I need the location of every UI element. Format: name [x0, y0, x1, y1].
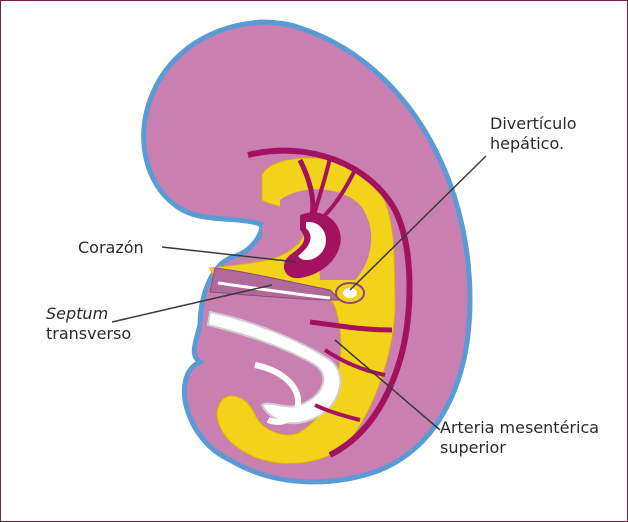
label-arteria-line1: Arteria mesentérica	[440, 418, 599, 438]
label-septum-line2: transverso	[46, 324, 131, 344]
label-arteria-line2: superior	[440, 438, 599, 458]
label-corazon: Corazón	[78, 238, 144, 258]
label-diverticulo-line1: Divertículo	[490, 114, 577, 134]
label-diverticulo-line2: hepático.	[490, 134, 577, 154]
label-septum: Septum transverso	[46, 304, 131, 344]
label-arteria: Arteria mesentérica superior	[440, 418, 599, 458]
label-diverticulo: Divertículo hepático.	[490, 114, 577, 154]
label-septum-line1: Septum	[46, 304, 131, 324]
